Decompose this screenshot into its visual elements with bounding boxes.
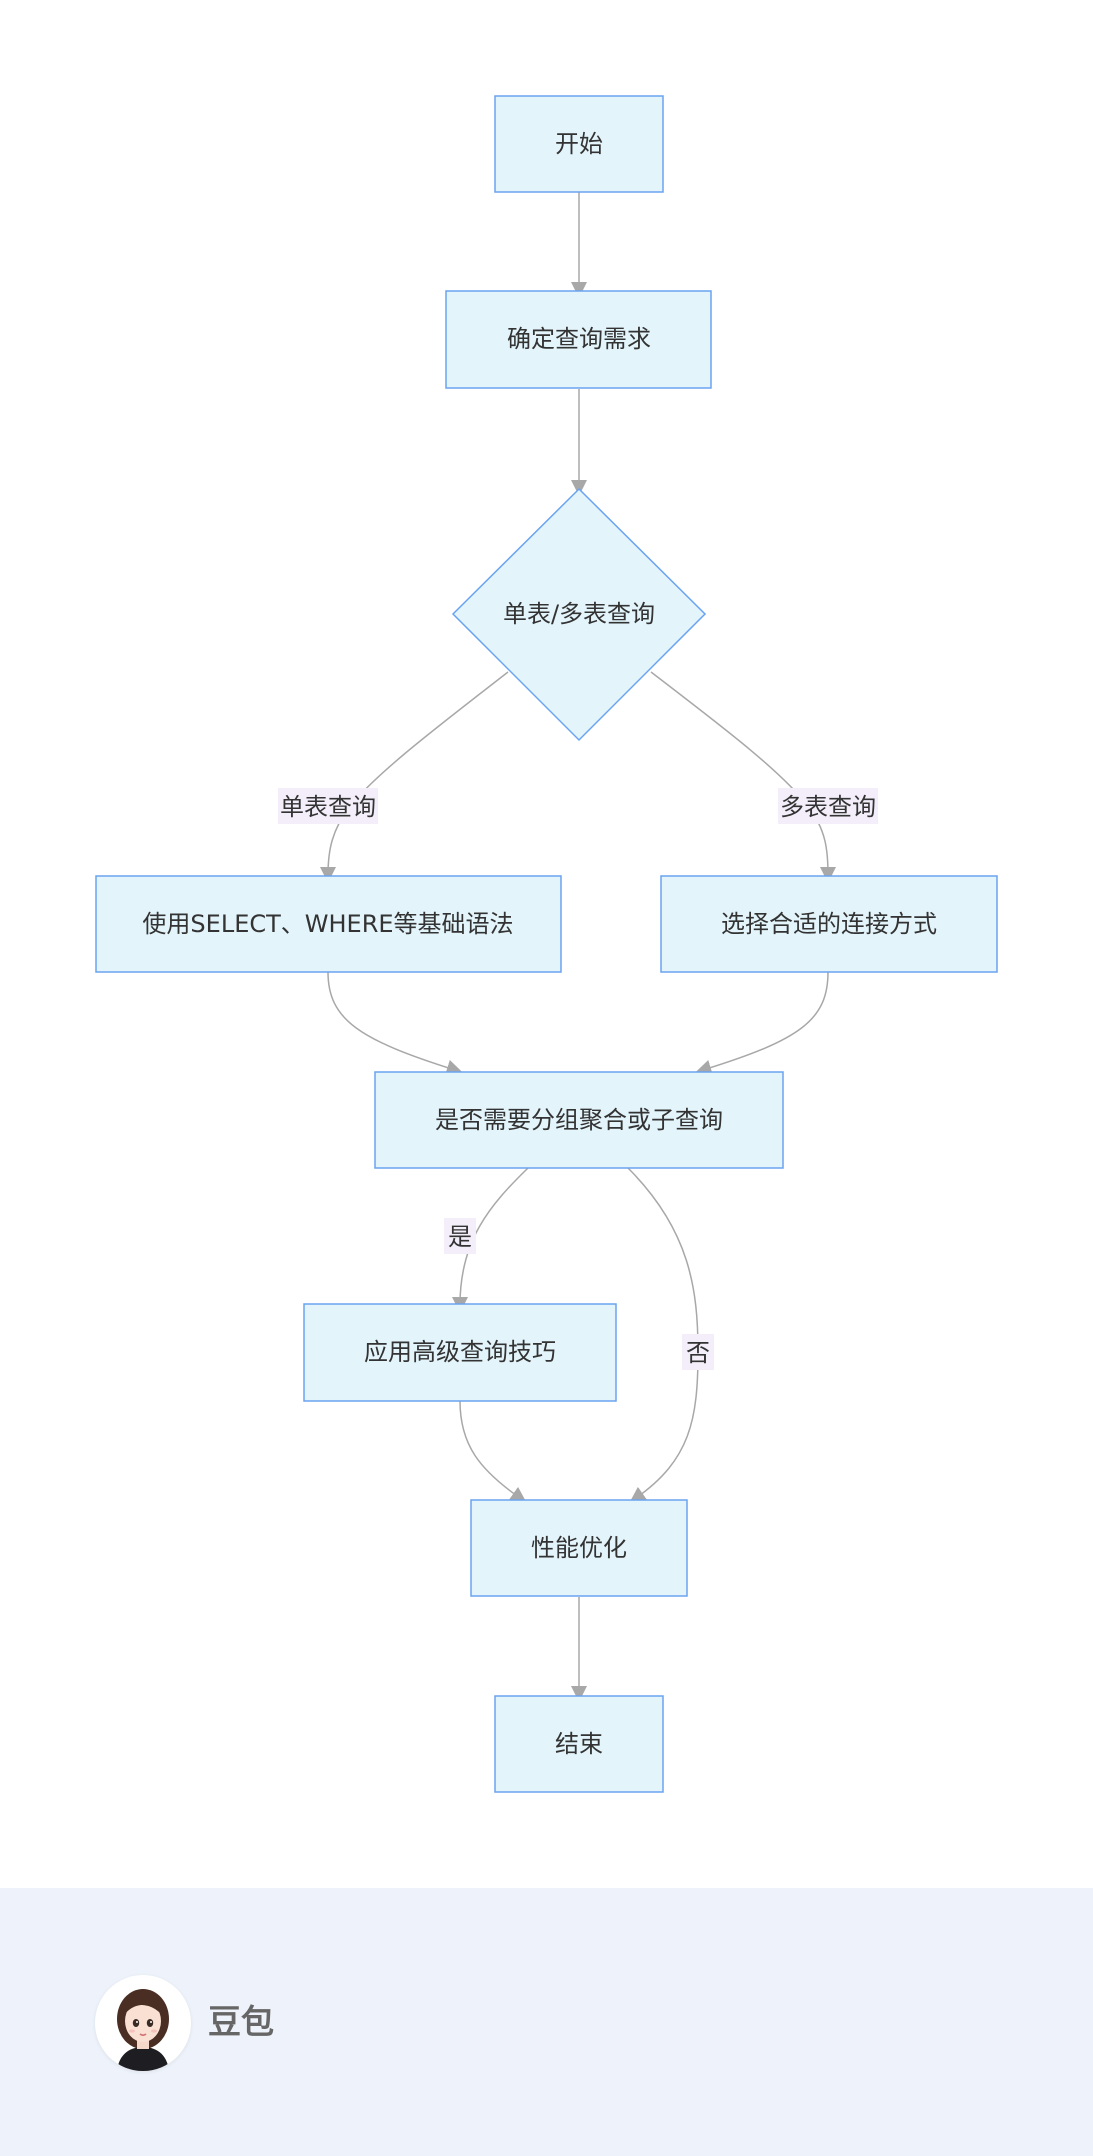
node-advanced: 应用高级查询技巧: [303, 1303, 617, 1402]
edge-label-yes-text: 是: [448, 1223, 472, 1251]
edge-basic-to-group: [327, 971, 463, 1076]
edge-join-to-group: [695, 971, 829, 1076]
node-advanced-label: 应用高级查询技巧: [364, 1338, 556, 1366]
node-join-label: 选择合适的连接方式: [721, 910, 937, 938]
edge-advanced-to-optimize: [459, 1400, 527, 1503]
node-optimize-label: 性能优化: [531, 1534, 627, 1562]
edge-label-no-bg: [682, 1334, 714, 1370]
edge-label-single: 单表查询: [278, 788, 378, 824]
node-determine-label: 确定查询需求: [507, 325, 651, 353]
node-group: 是否需要分组聚合或子查询: [374, 1071, 784, 1169]
node-group-label: 是否需要分组聚合或子查询: [435, 1106, 723, 1134]
node-start: 开始: [494, 95, 664, 193]
edge-label-single-text: 单表查询: [280, 793, 376, 821]
edge-decision-to-basic: [320, 671, 509, 883]
footer: 豆包: [0, 1888, 1093, 2156]
edge-label-multi-bg: [778, 788, 878, 824]
flowchart-svg: 单表查询 多表查询 是 否 开始 确定查询需求 单表/多表查询: [95, 95, 998, 1793]
node-end-label: 结束: [555, 1730, 603, 1758]
node-decision-label: 单表/多表查询: [503, 600, 655, 628]
node-basic-label: 使用SELECT、WHERE等基础语法: [142, 910, 513, 938]
edge-decision-to-join: [650, 671, 836, 883]
flowchart-canvas: 单表查询 多表查询 是 否 开始 确定查询需求 单表/多表查询: [95, 95, 998, 1793]
edge-label-no-text: 否: [686, 1339, 710, 1367]
node-basic: 使用SELECT、WHERE等基础语法: [95, 875, 562, 973]
brand-name: 豆包: [208, 2002, 274, 2041]
node-optimize: 性能优化: [470, 1499, 688, 1597]
node-join: 选择合适的连接方式: [660, 875, 998, 973]
edge-group-to-advanced: [452, 1167, 529, 1313]
edge-label-yes: 是: [444, 1218, 476, 1254]
doubao-avatar-icon: [95, 1975, 191, 2071]
node-decision: 单表/多表查询: [451, 487, 707, 742]
edge-label-multi: 多表查询: [778, 788, 878, 824]
node-end: 结束: [494, 1695, 664, 1793]
edge-label-multi-text: 多表查询: [780, 793, 876, 821]
edge-label-yes-bg: [444, 1218, 476, 1254]
node-determine: 确定查询需求: [445, 290, 712, 389]
edge-label-single-bg: [278, 788, 378, 824]
edge-group-to-optimize: [627, 1167, 699, 1503]
edge-label-no: 否: [682, 1334, 714, 1370]
node-start-label: 开始: [555, 130, 603, 158]
